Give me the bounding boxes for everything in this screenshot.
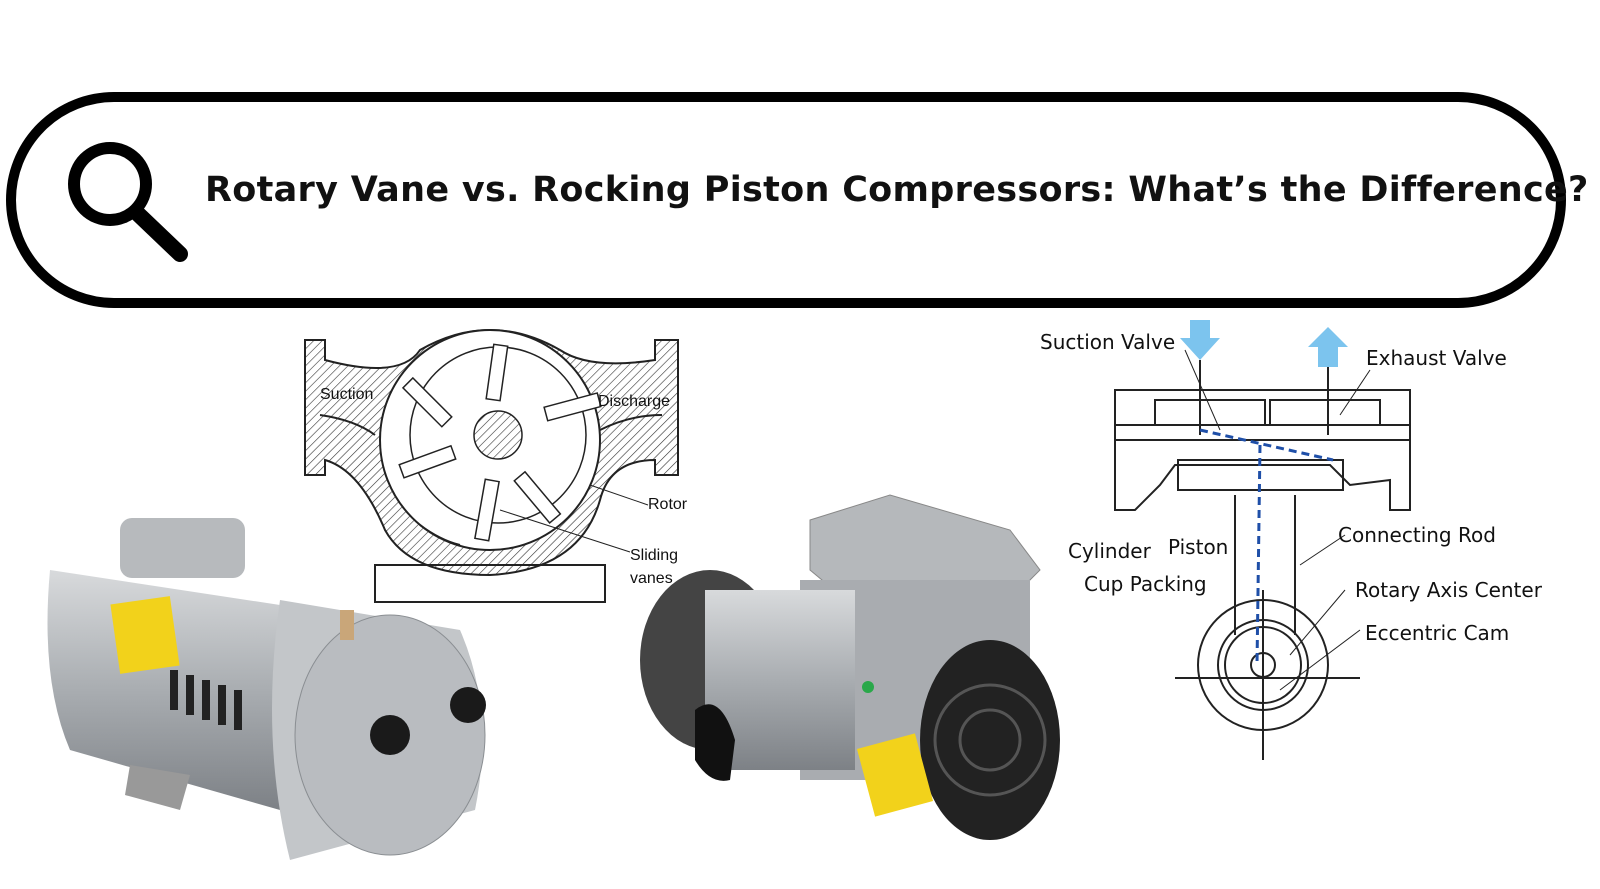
label-piston: Piston: [1168, 535, 1229, 559]
label-rotary-axis-center: Rotary Axis Center: [1355, 578, 1542, 602]
search-icon: [68, 142, 188, 262]
page-title: Rotary Vane vs. Rocking Piston Compresso…: [205, 170, 1589, 210]
label-eccentric-cam: Eccentric Cam: [1365, 621, 1510, 645]
label-connecting-rod: Connecting Rod: [1338, 523, 1496, 547]
label-sliding: Sliding: [630, 547, 679, 564]
label-suction-valve: Suction Valve: [1040, 330, 1176, 354]
rotary-vane-pump-photo: [47, 518, 486, 860]
label-cup-packing: Cup Packing: [1084, 572, 1207, 596]
rocking-piston-pump-photo: [640, 494, 1060, 840]
label-suction: Suction: [320, 386, 374, 403]
label-vanes: vanes: [630, 570, 673, 587]
rotary-vane-diagram: [304, 329, 679, 603]
label-exhaust-valve: Exhaust Valve: [1366, 346, 1507, 370]
search-bar[interactable]: [6, 92, 1566, 308]
label-rotor: Rotor: [648, 496, 688, 513]
rocking-piston-diagram: [1114, 320, 1411, 760]
label-cylinder: Cylinder: [1068, 539, 1151, 563]
label-discharge: Discharge: [598, 393, 671, 410]
